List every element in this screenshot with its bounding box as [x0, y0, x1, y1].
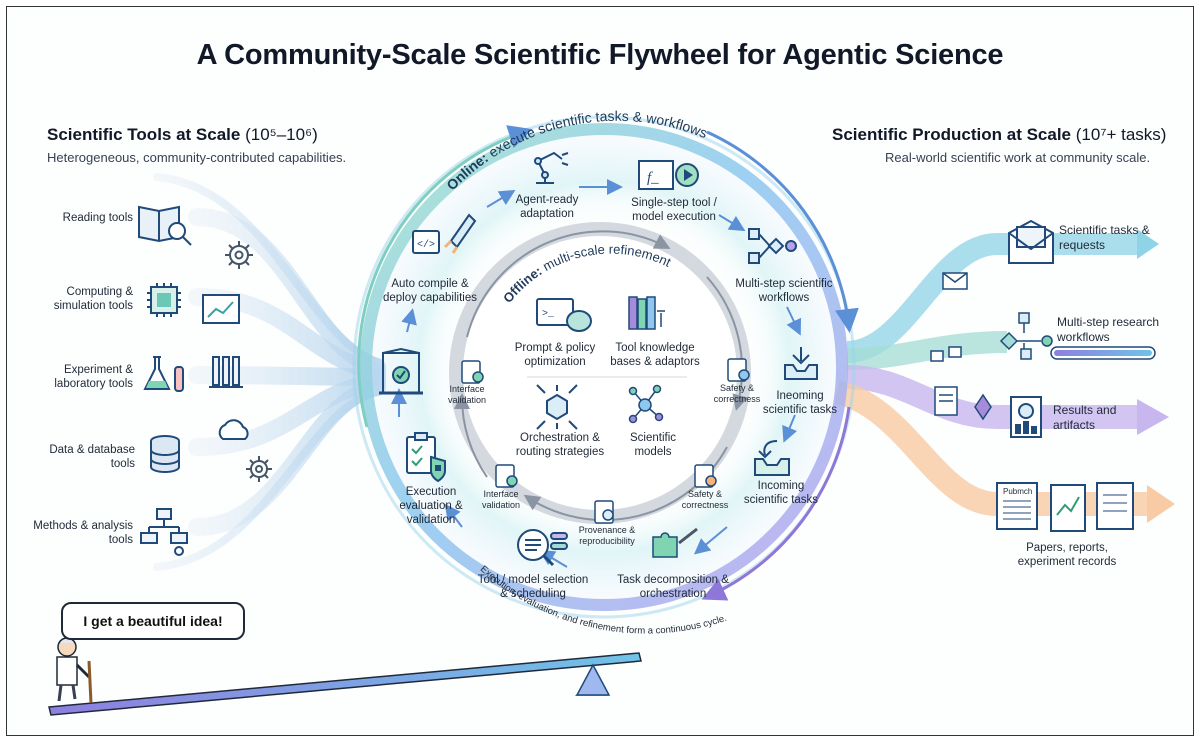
step-label-execution: Execution evaluation & validation	[399, 486, 463, 526]
clipboard-fingerprint-icon	[594, 500, 614, 524]
right-heading: Scientific Production at Scale (10⁷+ tas…	[832, 125, 1167, 144]
inbox-icon	[784, 347, 818, 380]
clipboard-shield-icon	[727, 358, 750, 382]
scientist-figure	[56, 637, 93, 704]
book-magnifier-icon	[138, 205, 192, 246]
svg-text:</>: </>	[417, 239, 435, 251]
svg-text:f_: f_	[647, 170, 659, 186]
workflow-icon	[748, 228, 797, 264]
step-arrows	[391, 179, 802, 568]
left-subtitle: Heterogeneous, community-contributed cap…	[47, 150, 347, 165]
routing-cube-icon	[536, 384, 578, 430]
offline-label-orchestration: Orchestration & routing strategies	[515, 432, 605, 458]
code-rocket-icon: </>	[412, 213, 477, 254]
clipboard-lock-icon	[406, 432, 446, 483]
report-icon	[1010, 396, 1042, 438]
test-tubes-icon	[209, 356, 243, 388]
offline-label-knowledge: Tool knowledge bases & adaptors	[610, 342, 700, 368]
step-label-multi-step: Multi-step scientific workflows	[735, 278, 833, 304]
papers-icon	[996, 482, 1134, 532]
check-label-provenance: Provenance & reproducibility	[578, 525, 636, 546]
chart-window-icon	[202, 294, 240, 324]
function-play-icon: f_	[638, 160, 699, 190]
right-output-streams	[833, 229, 1175, 523]
flowchart-icon	[140, 508, 188, 556]
progress-bar	[1050, 346, 1156, 360]
inner-incoming-label: Ineoming scientific tasks	[762, 390, 838, 416]
step-label-selection: Tool / model selection & scheduling	[477, 574, 589, 600]
inbox-icon	[754, 440, 790, 476]
tool-label-computing: Computing & simulation tools	[53, 286, 133, 312]
envelope-icon	[1008, 219, 1054, 264]
network-icon	[628, 384, 664, 424]
step-label-incoming: Incoming scientific tasks	[743, 480, 819, 506]
cloud-icon	[218, 419, 249, 440]
offline-label-prompt: Prompt & policy optimization	[514, 342, 596, 368]
step-label-decomposition: Task decomposition & orchestration	[617, 574, 729, 600]
gear-icon	[246, 456, 272, 482]
tool-label-data: Data & database tools	[49, 444, 135, 470]
check-label-safety-1: Safety & correctness	[713, 383, 761, 404]
list-search-icon	[517, 529, 568, 567]
data-blocks-icon	[930, 346, 962, 362]
flask-icon	[143, 356, 184, 392]
tool-label-reading: Reading tools	[62, 212, 133, 224]
output-label-tasks: Scientific tasks & requests	[1059, 223, 1150, 252]
step-label-adaptation: Agent-ready adaptation	[515, 194, 579, 220]
chip-icon	[147, 283, 181, 317]
robot-arm-icon	[534, 151, 569, 184]
report-icon	[934, 386, 992, 421]
right-subtitle: Real-world scientific work at community …	[885, 150, 1151, 165]
gate-check-icon	[379, 347, 423, 395]
step-label-single-step: Single-step tool / model execution	[631, 197, 717, 223]
left-heading: Scientific Tools at Scale (10⁵–10⁶)	[47, 125, 318, 144]
diagram-canvas: f_ </>	[6, 6, 1194, 736]
svg-text:>_: >_	[542, 309, 555, 320]
clipboard-shield-icon	[694, 464, 717, 488]
tool-label-experiment: Experiment & laboratory tools	[54, 364, 133, 390]
speech-bubble-text: I get a beautiful idea!	[83, 613, 223, 629]
check-label-interface-1: Interface validation	[447, 384, 487, 405]
clipboard-check-icon	[461, 360, 484, 384]
tool-label-methods: Methods & analysis tools	[33, 520, 133, 546]
left-tool-streams	[153, 173, 386, 571]
check-label-safety-2: Safety & correctness	[681, 489, 729, 510]
terminal-brain-icon: >_	[536, 298, 592, 332]
envelope-icon	[942, 272, 968, 290]
puzzle-icon	[652, 527, 698, 558]
books-plug-icon	[628, 296, 665, 330]
seesaw	[48, 652, 642, 716]
clipboard-check-icon	[495, 464, 518, 488]
speech-bubble: I get a beautiful idea!	[61, 602, 245, 640]
output-label-papers: Papers, reports, experiment records	[1017, 542, 1117, 568]
page-title: A Community-Scale Scientific Flywheel fo…	[196, 39, 1004, 71]
database-icon	[150, 435, 180, 473]
pubmed-label: Pubmch	[1003, 487, 1033, 496]
output-label-workflows: Multi-step research workflows	[1057, 315, 1160, 344]
gear-icon	[225, 241, 253, 269]
flywheel-graphic: f_ </>	[48, 108, 1175, 716]
step-label-auto-compile: Auto compile & deploy capabilities	[383, 278, 477, 304]
check-label-interface-2: Interface validation	[481, 489, 521, 510]
output-label-results: Results and artifacts	[1053, 403, 1117, 432]
offline-label-models: Scientific models	[629, 432, 677, 458]
